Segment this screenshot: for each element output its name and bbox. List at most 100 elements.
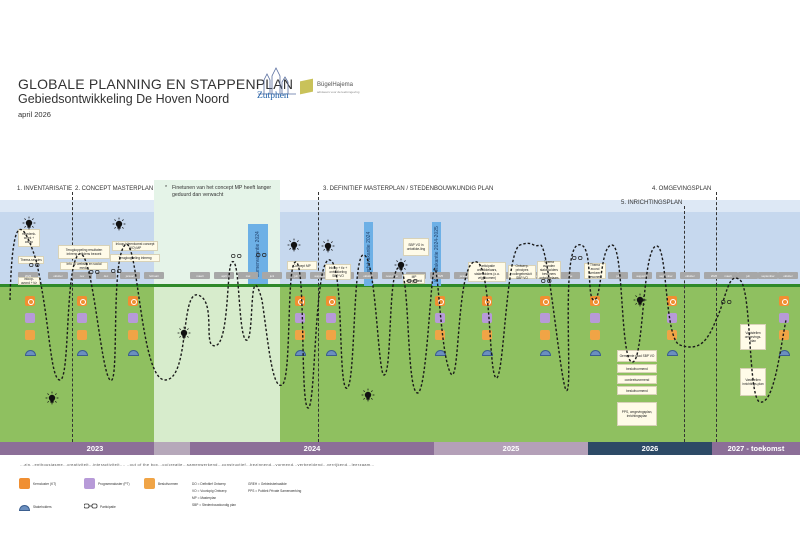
besluitvormen-icon bbox=[435, 330, 445, 340]
legend-participatie-icon bbox=[84, 503, 98, 509]
milestone-card: Info op website en social media bbox=[60, 262, 108, 270]
page-date: april 2026 bbox=[18, 110, 51, 119]
legend-abbreviation: VO = Voorlopig Ontwerp bbox=[192, 489, 227, 493]
stakeholders-icon bbox=[482, 350, 493, 356]
phase-divider bbox=[684, 206, 685, 442]
besluitvormen-icon bbox=[667, 330, 677, 340]
phase-label-5: 5. INRICHTINGSPLAN bbox=[621, 200, 683, 206]
month-label: 2023 bbox=[18, 272, 38, 279]
delay-highlight bbox=[154, 180, 280, 442]
grass-band bbox=[0, 286, 800, 442]
milestone-card: Ontwerp-principes collegebesluit SBP VO bbox=[508, 264, 536, 280]
month-label: juni bbox=[262, 272, 282, 279]
legend-programmaluster-icon bbox=[84, 478, 95, 489]
month-label: januari bbox=[454, 272, 474, 279]
milestone-card: Terugkoppeling inbreng bbox=[110, 254, 160, 262]
legend-programmaluster: Programmaluster (PT) bbox=[98, 482, 130, 486]
vacation-bar: Herfstvakantie 2024 bbox=[364, 222, 373, 286]
month-label: augustus bbox=[632, 272, 652, 279]
besluitvormen-icon bbox=[540, 330, 550, 340]
month-label: september bbox=[656, 272, 676, 279]
milestone-card: PPS, omgevingsplan, inrichtingsplan bbox=[617, 402, 657, 426]
zutphen-logo-text: Zutphen bbox=[257, 91, 289, 101]
besluitvormen-icon bbox=[590, 330, 600, 340]
besluitvormen-icon bbox=[326, 330, 336, 340]
programmaluster-icon bbox=[667, 313, 677, 323]
milestone-card: oordeelsvormend bbox=[617, 375, 657, 384]
year-bar-2023: 2023 bbox=[0, 442, 190, 455]
kerncluster-icon bbox=[779, 296, 789, 306]
month-label: oktober bbox=[680, 272, 700, 279]
programmaluster-icon bbox=[128, 313, 138, 323]
legend-abbreviation: DO = Definitief Ontwerp bbox=[192, 482, 226, 486]
year-bar-gap bbox=[154, 442, 190, 455]
phase-label-4: 4. OMGEVINGSPLAN bbox=[652, 186, 712, 192]
timeline-curve bbox=[9, 228, 787, 409]
kerncluster-icon bbox=[326, 296, 336, 306]
legend-kerncluster: Kerncluster (KT) bbox=[33, 482, 57, 486]
milestone-card: meedenk-week + aftrap bbox=[18, 229, 40, 247]
besluitvormen-icon bbox=[779, 330, 789, 340]
note-bullet: * bbox=[165, 185, 168, 191]
legend-abbreviation: PPS = Publiek Private Samenwerking bbox=[248, 489, 302, 493]
month-label: februari bbox=[144, 272, 164, 279]
month-label: maart bbox=[718, 272, 738, 279]
year-bar-2026: 2026 bbox=[588, 442, 712, 455]
lightbulb-icon bbox=[22, 216, 36, 230]
phase-label-1: 1. INVENTARISATIE bbox=[17, 186, 73, 192]
participatie-icon bbox=[256, 253, 267, 257]
phase-label-2: 2. CONCEPT MASTERPLAN bbox=[75, 186, 154, 192]
milestone-card: SBP VO in ontwikke-ling bbox=[403, 238, 429, 256]
lightbulb-icon bbox=[112, 217, 126, 231]
kerncluster-icon bbox=[667, 296, 677, 306]
legend-stakeholders-icon bbox=[19, 505, 30, 511]
bugelhajema-logo-subtitle: adviseurs voor de leefomgeving bbox=[317, 90, 360, 94]
page-title: GLOBALE PLANNING EN STAPPENPLAN bbox=[18, 76, 294, 92]
programmaluster-icon bbox=[435, 313, 445, 323]
milestone-card: Inloop-bijeenkomst concept (VO) MP bbox=[112, 241, 158, 251]
zutphen-logo-icon bbox=[258, 67, 296, 95]
besluitvormen-icon bbox=[77, 330, 87, 340]
besluitvormen-icon bbox=[482, 330, 492, 340]
kerncluster-icon bbox=[25, 296, 35, 306]
legend-besluitvormen-icon bbox=[144, 478, 155, 489]
besluitvormen-icon bbox=[295, 330, 305, 340]
delay-note: Finetunen van het concept MP heeft lange… bbox=[172, 185, 272, 199]
legend-abbreviation: SBP = Stedenbouwkundig plan bbox=[192, 503, 236, 507]
milestone-card: Terugkoppeling resultaten inbreng + tijd… bbox=[58, 245, 110, 259]
month-label: juli bbox=[286, 272, 306, 279]
legend-besluitvormen: Besluitvormen bbox=[158, 482, 179, 486]
lightbulb-icon bbox=[177, 326, 191, 340]
month-label: 2025 bbox=[430, 272, 450, 279]
stakeholders-icon bbox=[77, 350, 88, 356]
participatie-icon bbox=[407, 279, 418, 283]
programmaluster-icon bbox=[295, 313, 305, 323]
milestone-card: Inloop + t/z + ontwikkeling SBP VO bbox=[325, 264, 351, 280]
month-label: dec bbox=[96, 272, 116, 279]
kerncluster-icon bbox=[540, 296, 550, 306]
stakeholders-icon bbox=[295, 350, 306, 356]
page-subtitle: Gebiedsontwikkeling De Hoven Noord bbox=[18, 92, 230, 106]
programmaluster-icon bbox=[482, 313, 492, 323]
programmaluster-icon bbox=[25, 313, 35, 323]
month-label: november bbox=[382, 272, 402, 279]
month-label: maart bbox=[190, 272, 210, 279]
milestone-card: Vaststellen omgevings-plan bbox=[740, 324, 766, 350]
stakeholders-icon bbox=[540, 350, 551, 356]
participatie-icon bbox=[541, 279, 552, 283]
month-label: oktober bbox=[358, 272, 378, 279]
besluitvormen-icon bbox=[128, 330, 138, 340]
ground-line bbox=[0, 284, 800, 287]
milestone-card: Participatie ontwikkelaars, stakeholders… bbox=[468, 262, 506, 282]
month-label: oktober bbox=[778, 272, 798, 279]
programmaluster-icon bbox=[779, 313, 789, 323]
month-label: augustus bbox=[310, 272, 330, 279]
month-label: september bbox=[758, 272, 778, 279]
kerncluster-icon bbox=[435, 296, 445, 306]
participatie-icon bbox=[89, 270, 100, 274]
kerncluster-icon bbox=[295, 296, 305, 306]
year-bar-2025: 2025 bbox=[434, 442, 588, 455]
phase-divider bbox=[318, 192, 319, 442]
participation-group bbox=[29, 253, 732, 304]
legend-abbreviation: GREH = Gebiedsbehaaltde bbox=[248, 482, 287, 486]
